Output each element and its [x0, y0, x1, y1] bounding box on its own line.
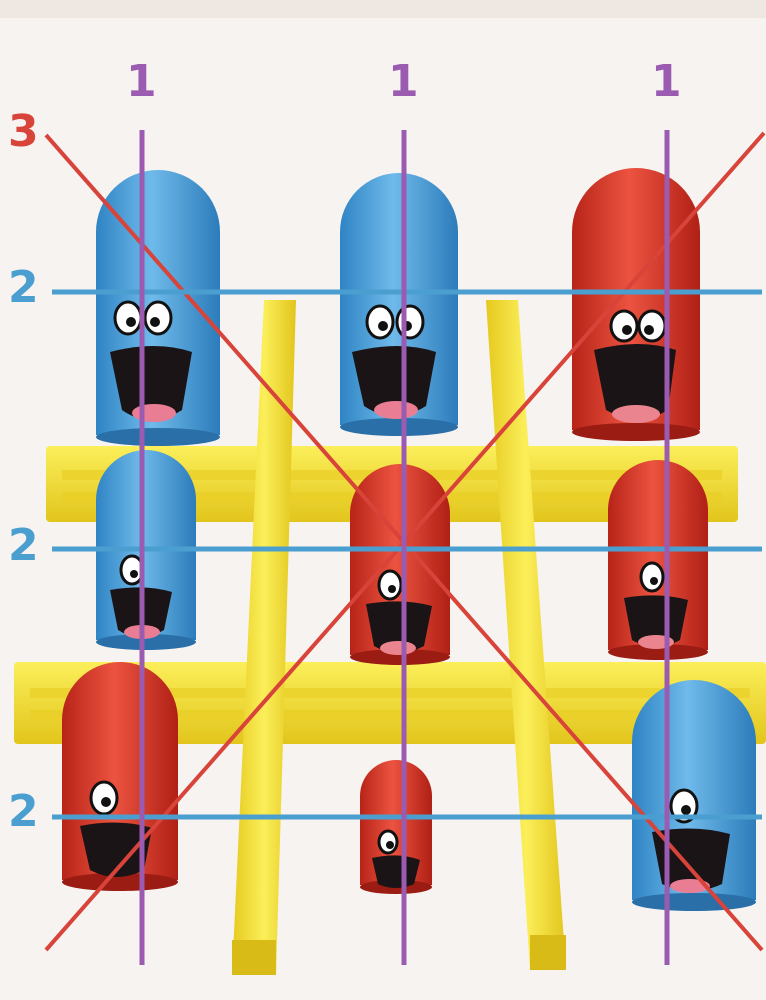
piece-red-center — [350, 464, 450, 665]
yellow-grid-vertical — [232, 300, 566, 975]
column-label-1: 1 — [126, 56, 157, 107]
piece-red-top-right — [572, 168, 700, 441]
row-label-3: 2 — [8, 786, 39, 837]
annotation-lines — [44, 130, 766, 965]
piece-red-bottom-middle — [360, 760, 432, 894]
row-label-2: 2 — [8, 520, 39, 571]
background-top-strip — [0, 0, 766, 18]
piece-blue-top-middle — [340, 173, 458, 436]
column-label-2: 1 — [388, 56, 419, 107]
yellow-bar-vertical-right — [486, 300, 566, 970]
piece-red-middle-right — [608, 460, 708, 660]
piece-blue-top-left — [96, 170, 220, 446]
row-label-1: 2 — [8, 262, 39, 313]
yellow-bar-vertical-left — [232, 300, 296, 975]
piece-blue-bottom-right — [632, 680, 756, 911]
diagonal-label: 3 — [8, 106, 39, 157]
piece-red-bottom-left — [62, 662, 178, 891]
yellow-bar-horizontal-bottom — [14, 662, 766, 744]
column-label-3: 1 — [651, 56, 682, 107]
